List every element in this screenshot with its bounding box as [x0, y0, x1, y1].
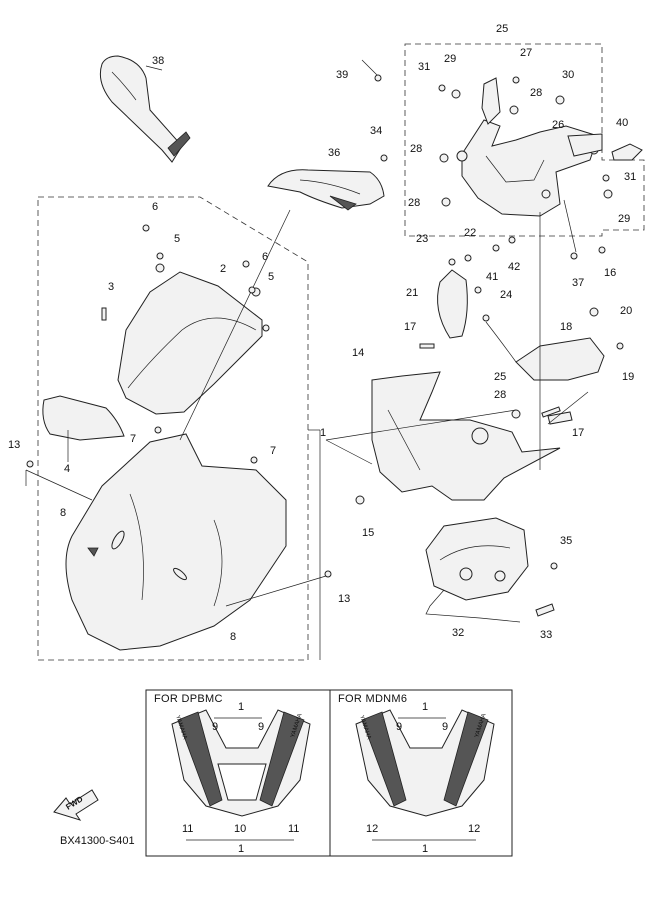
- svg-text:9: 9: [212, 721, 218, 733]
- svg-text:11: 11: [182, 823, 193, 835]
- air-duct: [437, 269, 468, 339]
- callout: 42: [508, 261, 520, 273]
- svg-text:12: 12: [366, 823, 378, 835]
- callout: 13: [8, 439, 20, 451]
- inner-cowl: [371, 371, 573, 501]
- callout: 1: [320, 427, 326, 439]
- callout: 29: [444, 53, 456, 65]
- leader-lines: [25, 59, 589, 660]
- svg-text:1: 1: [238, 701, 244, 713]
- callout: 21: [406, 287, 418, 299]
- callout: 6: [152, 201, 158, 213]
- callout: 32: [452, 627, 464, 639]
- upper-bracket: [456, 77, 603, 217]
- callout: 8: [60, 507, 66, 519]
- diagram-code: BX41300-S401: [60, 835, 135, 847]
- bracket-group-outline: [404, 43, 645, 237]
- svg-text:1: 1: [238, 843, 244, 855]
- callout: 26: [552, 119, 564, 131]
- small-bracket: [611, 143, 643, 161]
- callout: 22: [464, 227, 476, 239]
- inner-panel: [42, 395, 125, 441]
- callout: 29: [618, 213, 630, 225]
- callout: 31: [418, 61, 430, 73]
- svg-text:12: 12: [468, 823, 480, 835]
- callout: 3: [108, 281, 114, 293]
- callout: 17: [572, 427, 584, 439]
- callout: 20: [620, 305, 632, 317]
- callout: 28: [408, 197, 420, 209]
- callout: 14: [352, 347, 364, 359]
- callout: 28: [530, 87, 542, 99]
- callout: 5: [174, 233, 180, 245]
- svg-text:1: 1: [422, 701, 428, 713]
- callout: 24: [500, 289, 512, 301]
- callout: 30: [562, 69, 574, 81]
- inset-left-header: FOR DPBMC: [154, 693, 223, 705]
- svg-text:1: 1: [422, 843, 428, 855]
- svg-text:11: 11: [288, 823, 299, 835]
- bolt-33: [535, 603, 555, 617]
- callout: 27: [520, 47, 532, 59]
- fwd-arrow-icon: FWD: [53, 789, 99, 821]
- callout: 35: [560, 535, 572, 547]
- callout: 19: [622, 371, 634, 383]
- callout: 13: [338, 593, 350, 605]
- callout: 40: [616, 117, 628, 129]
- callout: 5: [268, 271, 274, 283]
- callout: 28: [410, 143, 422, 155]
- callout: 16: [604, 267, 616, 279]
- side-cover: [267, 169, 385, 211]
- callout: 25: [496, 23, 508, 35]
- callout: 7: [130, 433, 136, 445]
- callout: 15: [362, 527, 374, 539]
- callout: 41: [486, 271, 498, 283]
- callout: 33: [540, 629, 552, 641]
- svg-text:9: 9: [442, 721, 448, 733]
- callout: 25: [494, 371, 506, 383]
- callout-labels: 1 2 3 4 5 5 6 6 7 7 8 8 13 13 14 15 16 1…: [8, 23, 636, 643]
- callout: 38: [152, 55, 164, 67]
- callout: 39: [336, 69, 348, 81]
- front-cowling: [65, 433, 287, 651]
- callout: 36: [328, 147, 340, 159]
- callout: 7: [270, 445, 276, 457]
- callout: 18: [560, 321, 572, 333]
- svg-text:9: 9: [396, 721, 402, 733]
- callout: 8: [230, 631, 236, 643]
- callout: 17: [404, 321, 416, 333]
- fasteners: [26, 74, 624, 578]
- svg-text:10: 10: [234, 823, 246, 835]
- callout: 31: [624, 171, 636, 183]
- callout: 28: [494, 389, 506, 401]
- callout: 4: [64, 463, 70, 475]
- callout: 37: [572, 277, 584, 289]
- inset-right-header: FOR MDNM6: [338, 693, 407, 705]
- svg-text:9: 9: [258, 721, 264, 733]
- windscreen: [117, 263, 270, 415]
- callout: 34: [370, 125, 382, 137]
- headlight-unit: [425, 517, 529, 623]
- callout: 2: [220, 263, 226, 275]
- callout: 6: [262, 251, 268, 263]
- variant-inset: FOR DPBMC YAMAHA YAMAHA 1 9 9 11 10 11 1…: [145, 689, 513, 857]
- cowling-group-outline: [37, 196, 309, 661]
- mirror: [99, 55, 191, 163]
- callout: 23: [416, 233, 428, 245]
